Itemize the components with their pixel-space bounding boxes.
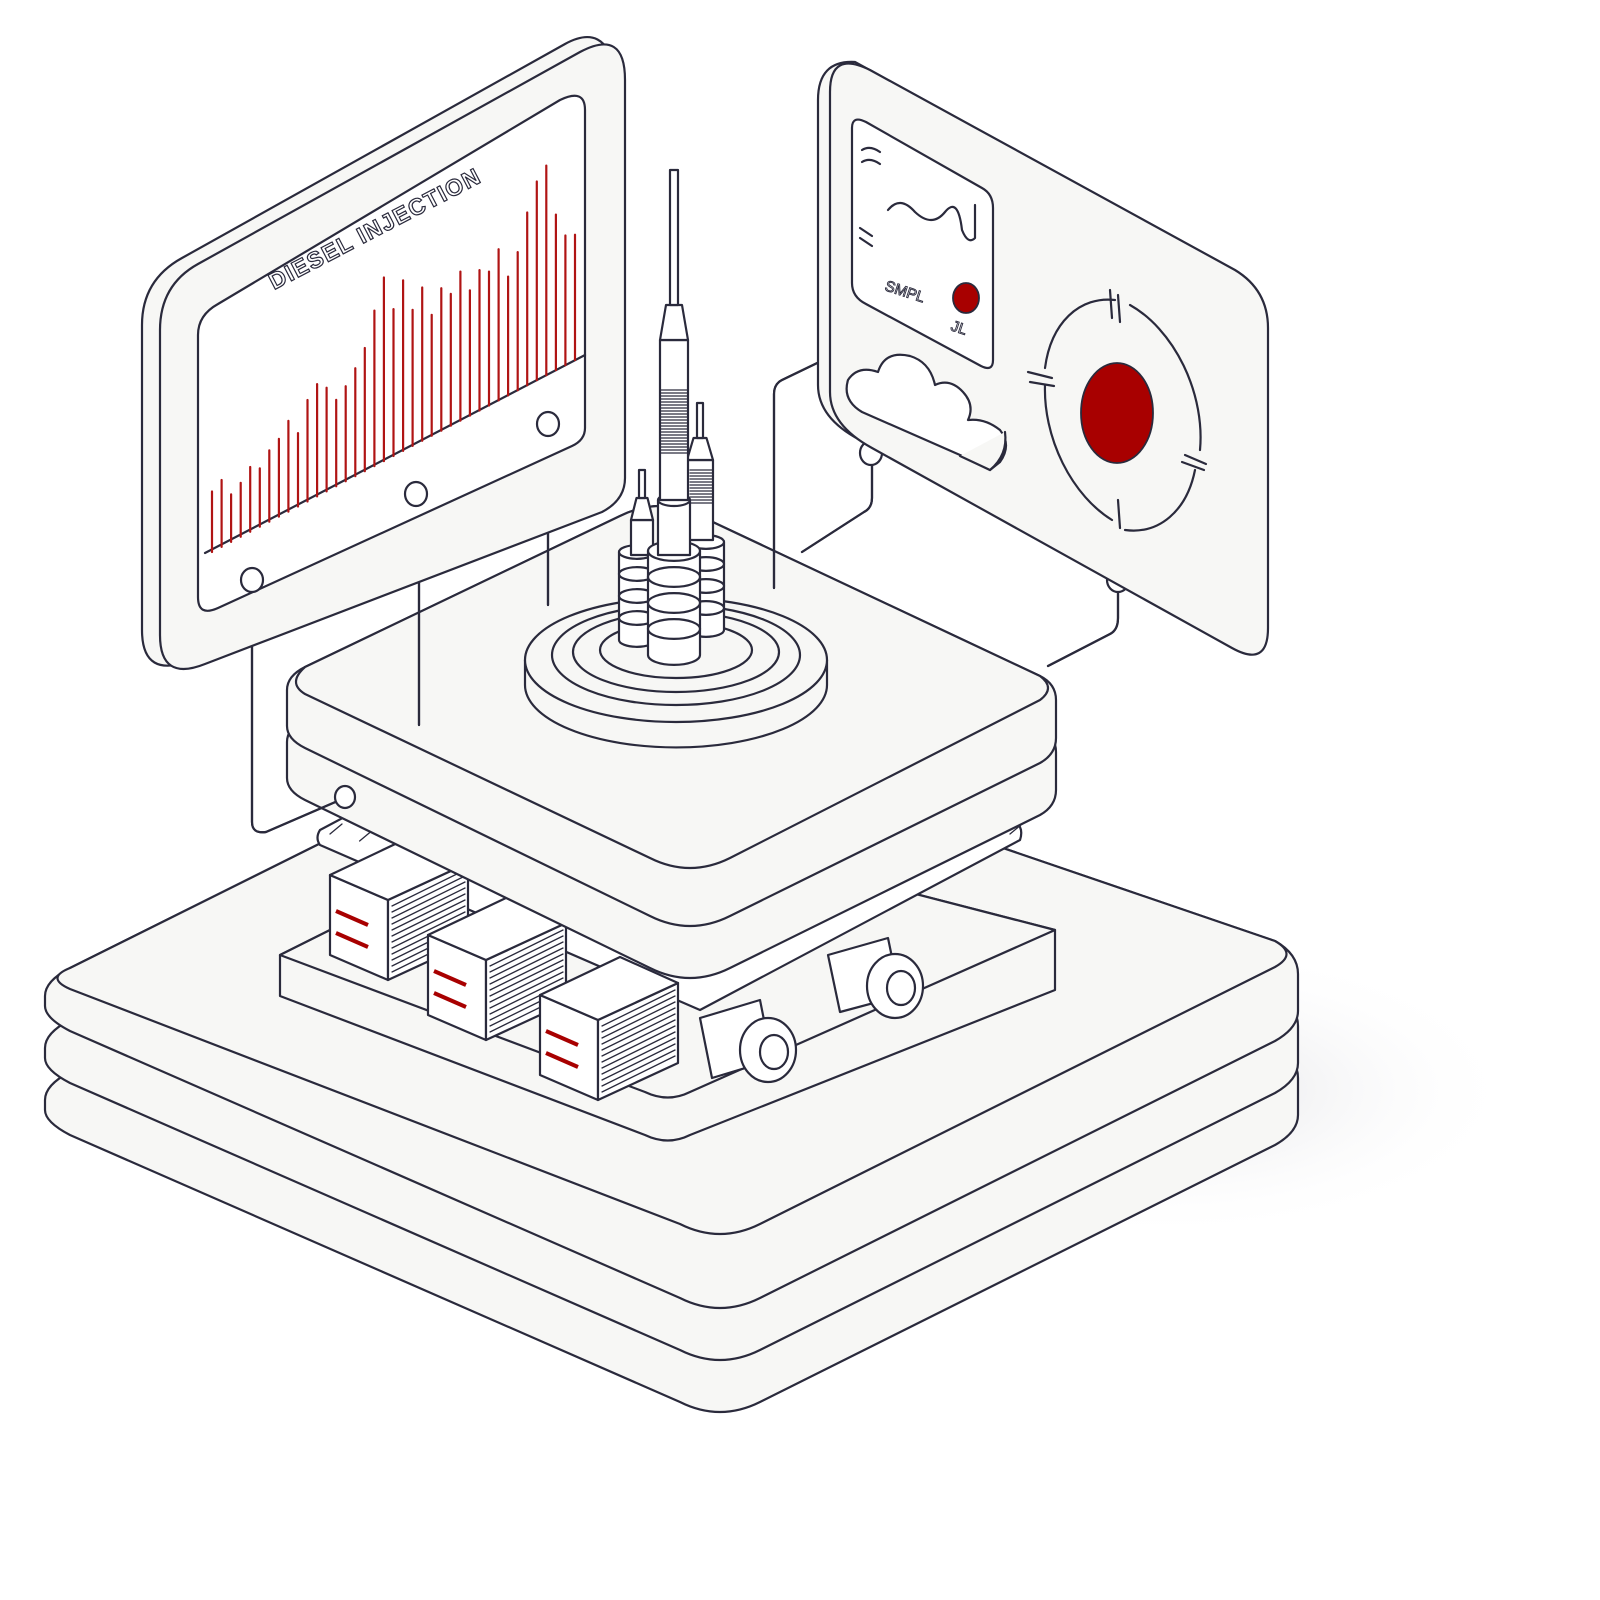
cloud-icon	[845, 353, 1008, 472]
chart-bars	[210, 164, 577, 554]
ruler-tick	[329, 823, 343, 835]
pipe-fitting-2	[826, 936, 925, 1020]
injector-nozzle-center	[646, 168, 702, 666]
target-center	[1080, 362, 1154, 464]
left-monitor: DIESEL INJECTION	[140, 36, 627, 671]
knob-2	[403, 480, 429, 508]
pipe-fittings	[698, 936, 925, 1084]
right-monitor: SMPL JL	[816, 60, 1270, 656]
knob-3	[535, 410, 561, 438]
knob-7	[333, 784, 357, 810]
upper-deck	[285, 504, 1058, 980]
cartridge	[538, 955, 680, 1102]
target-icon	[1026, 288, 1208, 532]
injector-cartridges	[328, 835, 680, 1102]
right-panel-label-2: JL	[949, 318, 969, 339]
status-dot	[952, 282, 980, 314]
injector-tower	[617, 168, 726, 666]
pipe-fitting-1	[698, 998, 798, 1084]
knob-1	[239, 566, 265, 594]
